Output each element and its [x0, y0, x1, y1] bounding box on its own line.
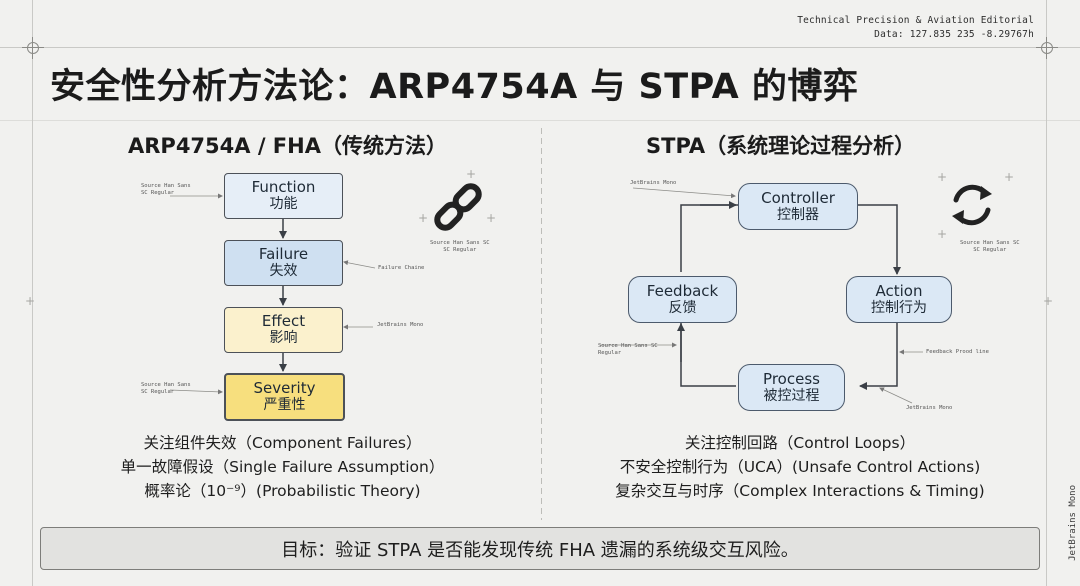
- plus-mark: +: [418, 211, 429, 225]
- goal-banner: 目标：验证 STPA 是否能发现传统 FHA 遗漏的系统级交互风险。: [40, 527, 1040, 570]
- header-note-line2: Data: 127.835 235 -8.29767h: [874, 29, 1034, 40]
- effect-label-zh: 影响: [269, 330, 298, 346]
- plus-mark: +: [937, 227, 948, 241]
- leader-line: [879, 387, 913, 404]
- guide-line-top: [0, 47, 1080, 48]
- annotation-font-bottom: Source Han Sans SC Regular: [141, 382, 191, 395]
- crosshair-top-right: [1036, 37, 1058, 59]
- function-label-zh: 功能: [269, 196, 298, 212]
- severity-label-zh: 严重性: [263, 397, 306, 413]
- process-label-en: Process: [763, 369, 820, 388]
- feedback-label-zh: 反馈: [668, 299, 697, 316]
- severity-label-en: Severity: [253, 379, 316, 397]
- action-label-en: Action: [875, 281, 923, 300]
- failure-box: Failure 失效: [224, 240, 343, 286]
- right-bullets: 关注控制回路（Control Loops） 不安全控制行为（UCA）(Unsaf…: [560, 431, 1040, 503]
- header-note-line1: Technical Precision & Aviation Editorial: [797, 15, 1034, 26]
- effect-label-en: Effect: [261, 312, 306, 330]
- failure-label-zh: 失效: [269, 263, 298, 279]
- plus-mark: +: [1004, 170, 1015, 184]
- right-bullet-3: 复杂交互与时序（Complex Interactions & Timing): [615, 482, 985, 500]
- process-node: Process 被控过程: [738, 364, 845, 411]
- arrow-controller-action: [857, 204, 901, 275]
- feedback-label-en: Feedback: [646, 281, 719, 300]
- process-label-zh: 被控过程: [763, 387, 820, 404]
- loop-top-left: [680, 204, 738, 272]
- annotation-jetbrains-bottom: JetBrains Mono: [906, 405, 953, 411]
- annotation-font-left: Source Han Sans SC Regular: [598, 343, 658, 356]
- feedback-node: Feedback 反馈: [628, 276, 737, 323]
- effect-box: Effect 影响: [224, 307, 343, 353]
- function-label-en: Function: [251, 178, 316, 196]
- leader-line: [169, 389, 223, 395]
- controller-node: Controller 控制器: [738, 183, 858, 230]
- action-label-zh: 控制行为: [871, 299, 927, 316]
- plus-mark: +: [1043, 294, 1054, 308]
- right-bullet-1: 关注控制回路（Control Loops）: [684, 434, 916, 452]
- column-divider: [541, 128, 542, 520]
- annotation-failure-chain: Failure Chaine: [378, 265, 425, 271]
- plus-mark: +: [937, 170, 948, 184]
- action-node: Action 控制行为: [846, 276, 952, 323]
- right-column-title: STPA（系统理论过程分析）: [646, 134, 916, 158]
- guide-line-right: [1046, 0, 1047, 586]
- page-title: 安全性分析方法论：ARP4754A 与 STPA 的博弈: [50, 67, 859, 107]
- controller-label-zh: 控制器: [777, 206, 819, 223]
- plus-mark: +: [25, 294, 36, 308]
- loop-bottom-left: [680, 320, 736, 387]
- left-bullet-1: 关注组件失效（Component Failures）: [143, 434, 422, 452]
- annotation-font-top: Source Han Sans SC Regular: [141, 183, 191, 196]
- crosshair-top-left: [22, 37, 44, 59]
- side-label: JetBrains Mono: [1068, 485, 1078, 561]
- left-column-title: ARP4754A / FHA（传统方法）: [128, 134, 447, 158]
- leader-line: [632, 187, 736, 199]
- controller-label-en: Controller: [761, 188, 835, 207]
- plus-mark: +: [466, 167, 477, 181]
- arrow-action-process: [859, 322, 898, 390]
- left-bullet-2: 单一故障假设（Single Failure Assumption）: [120, 458, 445, 476]
- annotation-jetbrains: JetBrains Mono: [377, 322, 424, 328]
- function-box: Function 功能: [224, 173, 343, 219]
- annotation-jetbrains-top: JetBrains Mono: [630, 180, 677, 186]
- annotation-feedback-line: Feedback Prood line: [926, 349, 989, 355]
- failure-label-en: Failure: [258, 245, 309, 263]
- goal-text: 目标：验证 STPA 是否能发现传统 FHA 遗漏的系统级交互风险。: [281, 539, 799, 561]
- header-note: Technical Precision & Aviation Editorial…: [797, 14, 1034, 42]
- guide-line-left: [32, 0, 33, 586]
- plus-mark: +: [486, 211, 497, 225]
- severity-box: Severity 严重性: [224, 373, 345, 421]
- cycle-icon: [952, 184, 992, 226]
- annotation-icon-font-left: Source Han Sans SC SC Regular: [430, 240, 490, 253]
- guide-line-mid: [0, 120, 1080, 121]
- left-bullets: 关注组件失效（Component Failures） 单一故障假设（Single…: [50, 431, 515, 503]
- annotation-icon-font-right: Source Han Sans SC SC Regular: [960, 240, 1020, 253]
- leader-line: [343, 260, 376, 269]
- right-bullet-2: 不安全控制行为（UCA）(Unsafe Control Actions): [619, 458, 981, 476]
- link-icon: [434, 183, 482, 231]
- left-bullet-3: 概率论（10⁻⁹）(Probabilistic Theory): [144, 482, 421, 500]
